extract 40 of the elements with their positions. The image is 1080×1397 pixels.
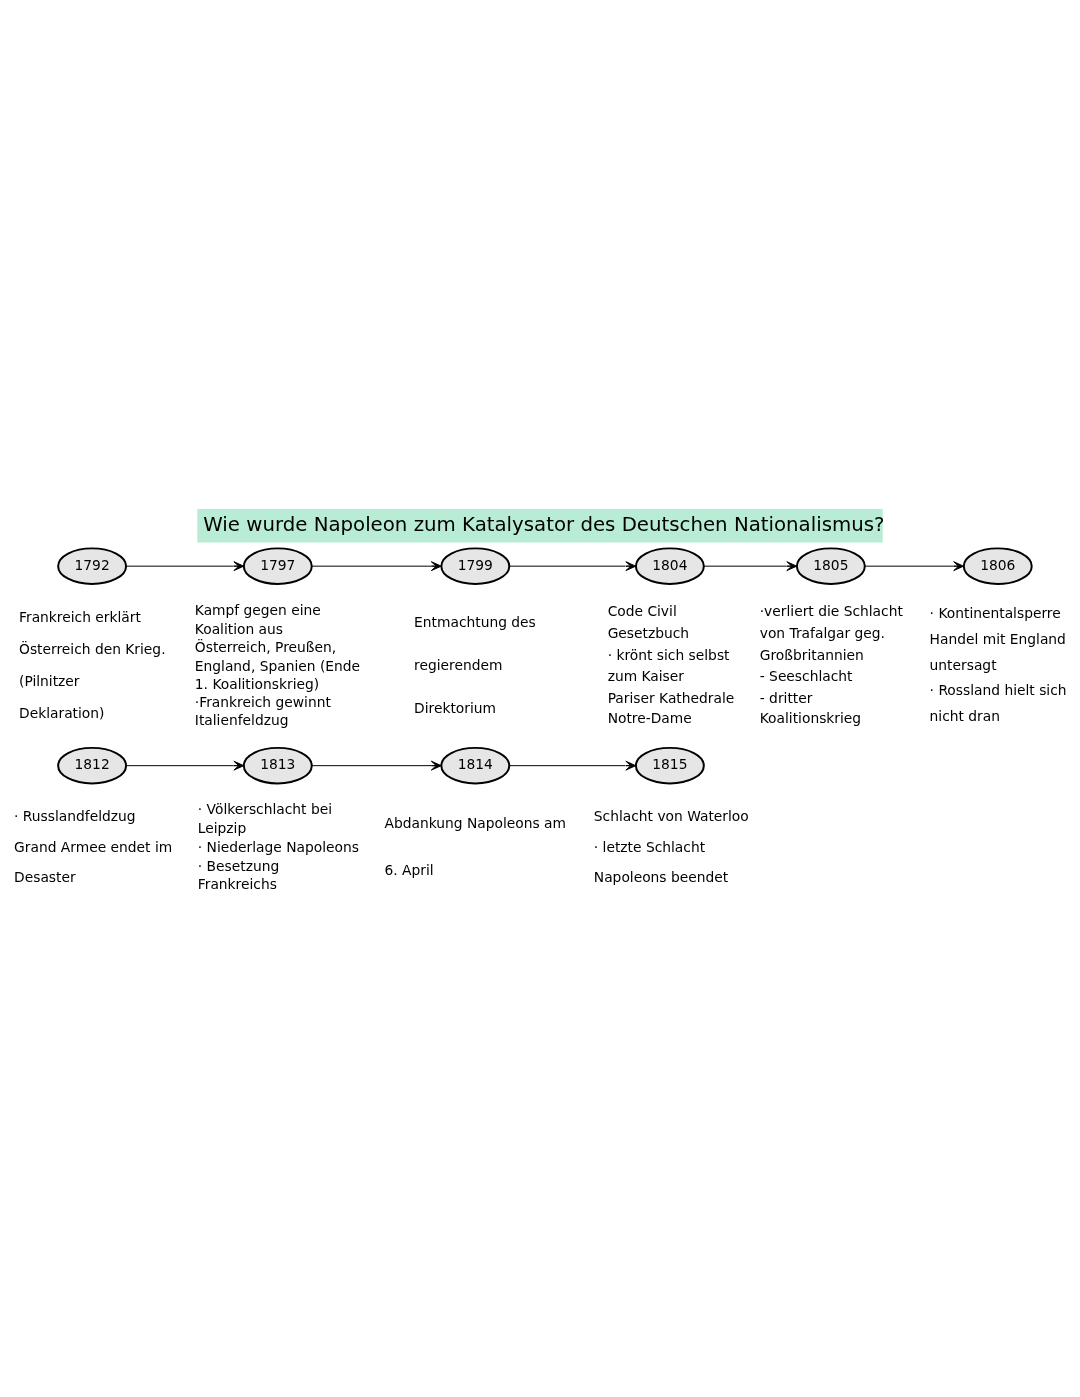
node-label: · Völkerschlacht bei Leipzip: [197, 801, 333, 837]
arrow: [125, 561, 245, 572]
arrow: [125, 760, 245, 771]
node-label: Entmachtung des regierendem Direktorium: [414, 614, 536, 716]
node-label: Abdankung Napoleons am 6. April: [384, 815, 566, 878]
arrow: [864, 561, 965, 572]
node-label: Kampf gegen eine Koalition aus Österreich, Preußen, England, Spanien (Ende 1. Koalitionskrieg): [194, 601, 361, 693]
node-ellipse: 1812: [57, 746, 128, 785]
node-ellipse: 1792: [57, 547, 128, 585]
node-ellipse: 1814: [440, 746, 511, 785]
node-label: - Seeschlacht: [759, 668, 853, 685]
arrow: [509, 760, 637, 771]
node-ellipse: 1805: [795, 547, 866, 585]
node-ellipse: 1813: [242, 746, 313, 785]
node-label: ·Frankreich gewinnt Italienfeldzug: [194, 694, 331, 728]
arrow: [703, 561, 798, 572]
node-label: · Rossland hielt sich nicht dran: [929, 682, 1067, 724]
node-label: Schlacht von Waterloo: [593, 807, 749, 824]
node-label: Frankreich erklärt Österreich den Krieg.: [19, 608, 166, 658]
node-label: · Russlandfeldzug Grand Armee endet im Desaster: [14, 807, 173, 886]
node-ellipse: 1806: [962, 547, 1033, 585]
node-label: Code Civil: [607, 603, 677, 620]
node-label: ·verliert die Schlacht von Trafalgar geg. Großbritannien: [759, 603, 903, 663]
node-label: Gesetzbuch: [607, 624, 690, 641]
node-ellipse: 1799: [440, 547, 511, 585]
node-ellipse: 1797: [242, 547, 313, 585]
arrow: [311, 561, 442, 572]
node-ellipse: 1815: [634, 746, 705, 785]
arrow: [509, 561, 637, 572]
node-label: · letzte Schlacht Napoleons beendet: [593, 838, 729, 886]
node-label: (Pilnitzer Deklaration): [19, 673, 105, 721]
node-label: · Kontinentalsperre Handel mit England untersagt: [929, 605, 1066, 673]
node-label: · Niederlage Napoleons: [197, 838, 359, 855]
arrow: [311, 760, 442, 771]
node-label: · Besetzung Frankreichs: [197, 857, 280, 892]
node-label: - dritter Koalitionskrieg: [759, 689, 862, 727]
node-ellipse: 1804: [634, 547, 705, 585]
node-label: Pariser Kathedrale Notre-Dame: [607, 689, 735, 727]
node-label: · krönt sich selbst zum Kaiser: [607, 646, 730, 685]
diagram-title: Wie wurde Napoleon zum Katalysator des Deutschen Nationalismus?: [203, 512, 885, 536]
